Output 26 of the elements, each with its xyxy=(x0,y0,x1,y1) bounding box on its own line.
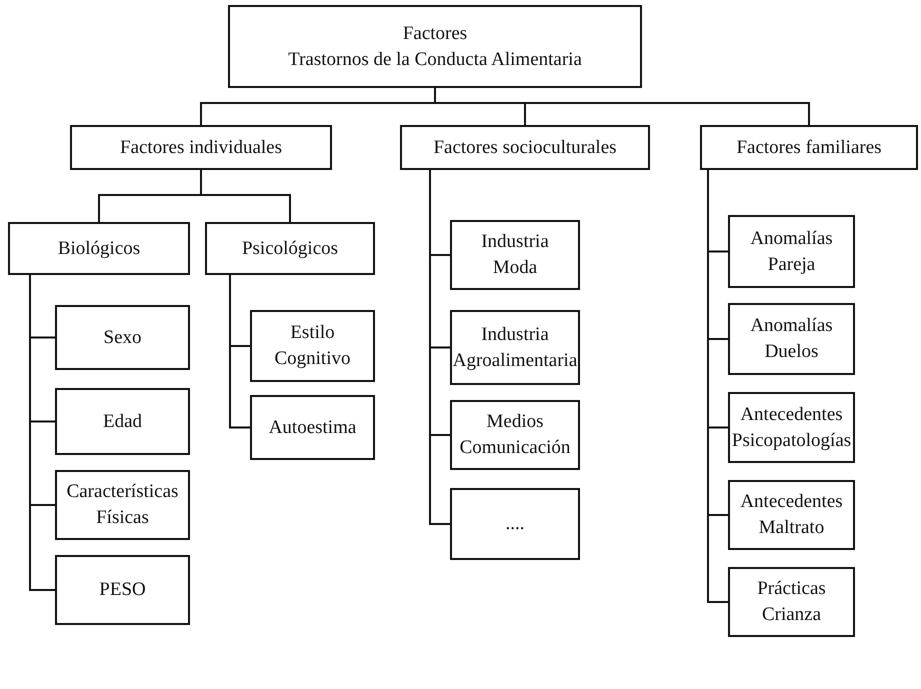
connector-line xyxy=(434,88,810,125)
category-box: Medios Comunicación xyxy=(450,400,580,470)
category-box: Antecedentes Maltrato xyxy=(728,480,855,550)
category-box: Anomalías Duelos xyxy=(728,303,855,375)
category-box: Biológicos xyxy=(8,222,190,275)
category-box: PESO xyxy=(55,555,190,625)
category-box: Factores socioculturales xyxy=(400,125,650,170)
category-box: Sexo xyxy=(55,305,190,370)
category-box: Estilo Cognitivo xyxy=(250,310,375,382)
category-box: Factores Trastornos de la Conducta Alimentaria xyxy=(228,5,642,88)
category-box: .... xyxy=(450,488,580,560)
category-box: Industria Moda xyxy=(450,220,580,290)
category-box: Autoestima xyxy=(250,395,375,460)
connector-line xyxy=(200,170,291,222)
category-box: Prácticas Crianza xyxy=(728,567,855,637)
connector-line xyxy=(29,275,55,591)
category-box: Características Físicas xyxy=(55,470,190,540)
connector-line xyxy=(429,170,450,525)
category-box: Factores familiares xyxy=(700,125,918,170)
category-box: Psicológicos xyxy=(205,222,375,275)
category-box: Antecedentes Psicopatologías xyxy=(728,392,855,463)
category-box: Factores individuales xyxy=(70,125,332,170)
connector-line xyxy=(229,275,250,428)
category-box: Industria Agroalimentaria xyxy=(450,310,580,385)
category-box: Anomalías Pareja xyxy=(728,215,855,288)
category-box: Edad xyxy=(55,388,190,455)
